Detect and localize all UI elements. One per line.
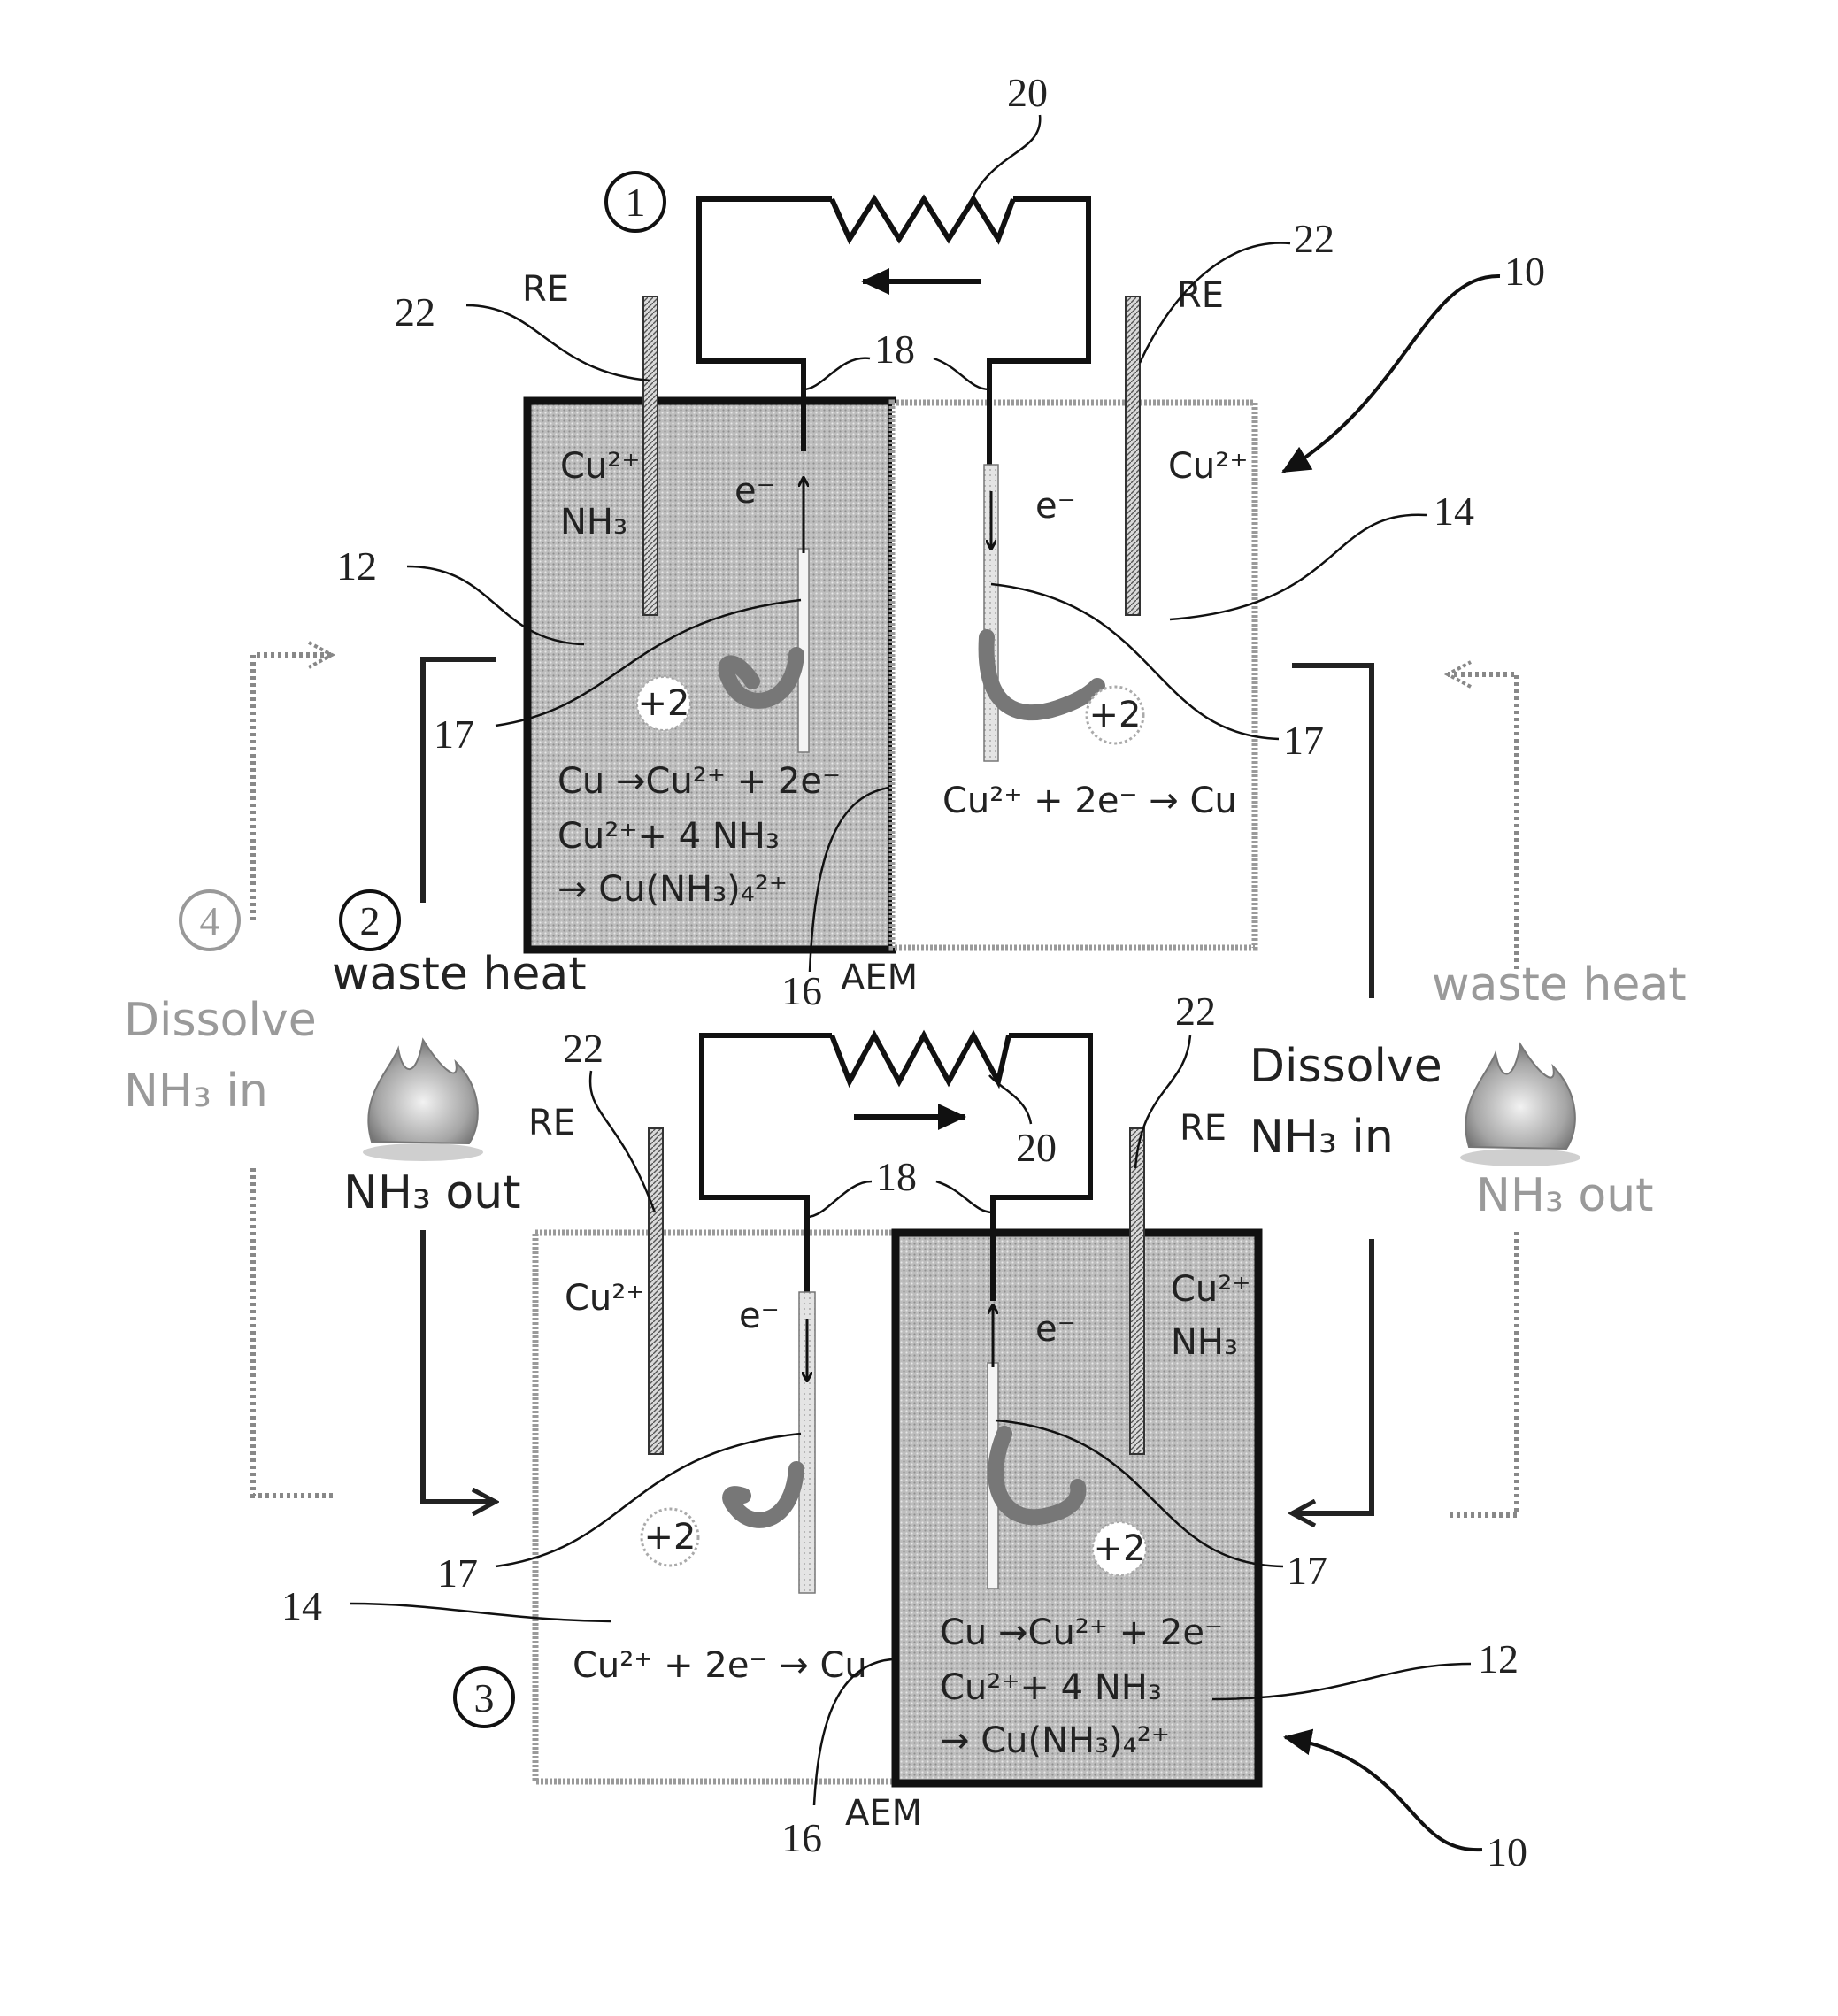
bottom-cathode-electron-label: e⁻ — [739, 1296, 780, 1336]
top-anode-equation-3: → Cu(NH₃)₄²⁺ — [558, 869, 788, 910]
right-solid-flow-top — [1292, 666, 1372, 998]
left-nh3-in-label: NH₃ in — [124, 1065, 268, 1118]
bottom-aem-label: AEM — [845, 1793, 922, 1834]
top-anode-nh3-label: NH₃ — [560, 502, 627, 542]
ref-22-bottom-left: 22 — [563, 1026, 604, 1071]
bottom-anode-equation-1: Cu →Cu²⁺ + 2e⁻ — [940, 1612, 1223, 1653]
right-dissolve-label: Dissolve — [1250, 1040, 1442, 1093]
bottom-cathode-cu2-label: Cu²⁺ — [565, 1278, 644, 1319]
top-right-reference-electrode — [1126, 296, 1140, 615]
ref-16-bottom: 16 — [781, 1815, 822, 1860]
left-nh3-out-label: NH₃ out — [343, 1166, 521, 1220]
left-dissolve-label: Dissolve — [124, 994, 317, 1047]
ref-22-top-left-leader — [466, 305, 650, 381]
ref-12-top: 12 — [336, 543, 377, 589]
top-left-reference-electrode — [643, 296, 658, 615]
right-nh3-in-label: NH₃ in — [1250, 1111, 1394, 1164]
ref-20-bottom: 20 — [1016, 1125, 1057, 1170]
bottom-left-reference-electrode — [649, 1128, 663, 1454]
left-waste-heat-label: waste heat — [332, 948, 587, 1001]
left-solid-flow-top — [423, 659, 496, 903]
ref-10-bottom-arrow — [1285, 1737, 1482, 1850]
right-dashed-flow-top — [1448, 674, 1517, 969]
bottom-cathode-charge-text: +2 — [644, 1517, 696, 1558]
bottom-resistor — [832, 1035, 1009, 1081]
right-dashed-flow-bottom — [1448, 1232, 1517, 1515]
top-cathode-cu2-label: Cu²⁺ — [1168, 446, 1248, 487]
ref-20-top: 20 — [1007, 70, 1048, 115]
step-2-label: 2 — [360, 898, 381, 943]
ref-22-bottom-left-leader — [590, 1071, 655, 1212]
bottom-anode-charge-text: +2 — [1094, 1528, 1146, 1569]
left-flame-icon — [363, 1040, 483, 1161]
ref-18-bottom-leader-right — [936, 1181, 993, 1212]
ref-10-top: 10 — [1504, 249, 1545, 294]
ref-18-top: 18 — [874, 327, 915, 372]
ref-12-bottom: 12 — [1478, 1636, 1519, 1681]
ref-18-bottom: 18 — [876, 1154, 917, 1199]
bottom-right-reference-electrode — [1130, 1128, 1144, 1454]
top-cell: +2 +2 Cu²⁺ NH₃ e⁻ e⁻ Cu²⁺ Cu →Cu²⁺ + 2e⁻… — [522, 199, 1255, 998]
ref-17-top-left: 17 — [434, 712, 474, 757]
top-anode-cu2-label: Cu²⁺ — [560, 446, 640, 487]
right-solid-flow-bottom — [1292, 1239, 1372, 1513]
left-dashed-flow-top — [253, 655, 332, 920]
bottom-left-re-label: RE — [528, 1103, 575, 1143]
ref-18-top-leader-right — [934, 358, 989, 389]
bottom-anode-equation-2: Cu²⁺+ 4 NH₃ — [940, 1667, 1162, 1708]
top-cathode-electron-label: e⁻ — [1035, 486, 1076, 527]
top-right-re-label: RE — [1177, 275, 1224, 316]
right-waste-heat-label: waste heat — [1432, 958, 1687, 1012]
top-aem-label: AEM — [841, 958, 918, 998]
ref-17-top-right: 17 — [1283, 718, 1324, 763]
ref-14-bottom: 14 — [281, 1583, 322, 1628]
step-3-label: 3 — [474, 1675, 495, 1720]
ref-16-top: 16 — [781, 968, 822, 1013]
right-nh3-out-label: NH₃ out — [1476, 1169, 1654, 1222]
ref-20-bottom-leader — [989, 1075, 1031, 1124]
ref-14-top: 14 — [1434, 489, 1474, 534]
bottom-anode-equation-3: → Cu(NH₃)₄²⁺ — [940, 1720, 1170, 1761]
ref-17-bottom-left: 17 — [437, 1550, 478, 1596]
top-anode-charge-text: +2 — [638, 683, 690, 724]
right-flame-icon — [1460, 1044, 1580, 1166]
bottom-right-re-label: RE — [1180, 1108, 1227, 1149]
ref-22-top-left: 22 — [395, 289, 435, 335]
top-anode-equation-2: Cu²⁺+ 4 NH₃ — [558, 816, 780, 857]
top-left-re-label: RE — [522, 269, 569, 310]
top-anode-electron-label: e⁻ — [734, 471, 775, 512]
left-solid-flow-bottom — [423, 1230, 496, 1502]
ref-17-bottom-right: 17 — [1287, 1548, 1327, 1593]
ref-18-top-leader-left — [804, 358, 870, 389]
left-dashed-flow-bottom — [253, 1168, 336, 1496]
ref-22-top-right: 22 — [1294, 216, 1334, 261]
ref-18-bottom-leader-left — [807, 1181, 872, 1217]
step-4-label: 4 — [200, 898, 220, 943]
bottom-anode-cu2-label: Cu²⁺ — [1171, 1269, 1250, 1310]
ref-22-bottom-right: 22 — [1175, 989, 1216, 1034]
bottom-anode-electron-label: e⁻ — [1035, 1309, 1076, 1350]
top-cathode-equation: Cu²⁺ + 2e⁻ → Cu — [942, 781, 1237, 821]
ref-10-bottom: 10 — [1487, 1829, 1527, 1874]
step-1-label: 1 — [626, 180, 646, 225]
bottom-anode-nh3-label: NH₃ — [1171, 1322, 1238, 1363]
bottom-cathode-equation: Cu²⁺ + 2e⁻ → Cu — [573, 1645, 867, 1686]
top-resistor — [832, 199, 1013, 239]
top-anode-equation-1: Cu →Cu²⁺ + 2e⁻ — [558, 761, 841, 802]
ref-10-top-arrow — [1283, 276, 1500, 472]
top-cathode-charge-text: +2 — [1089, 695, 1142, 735]
